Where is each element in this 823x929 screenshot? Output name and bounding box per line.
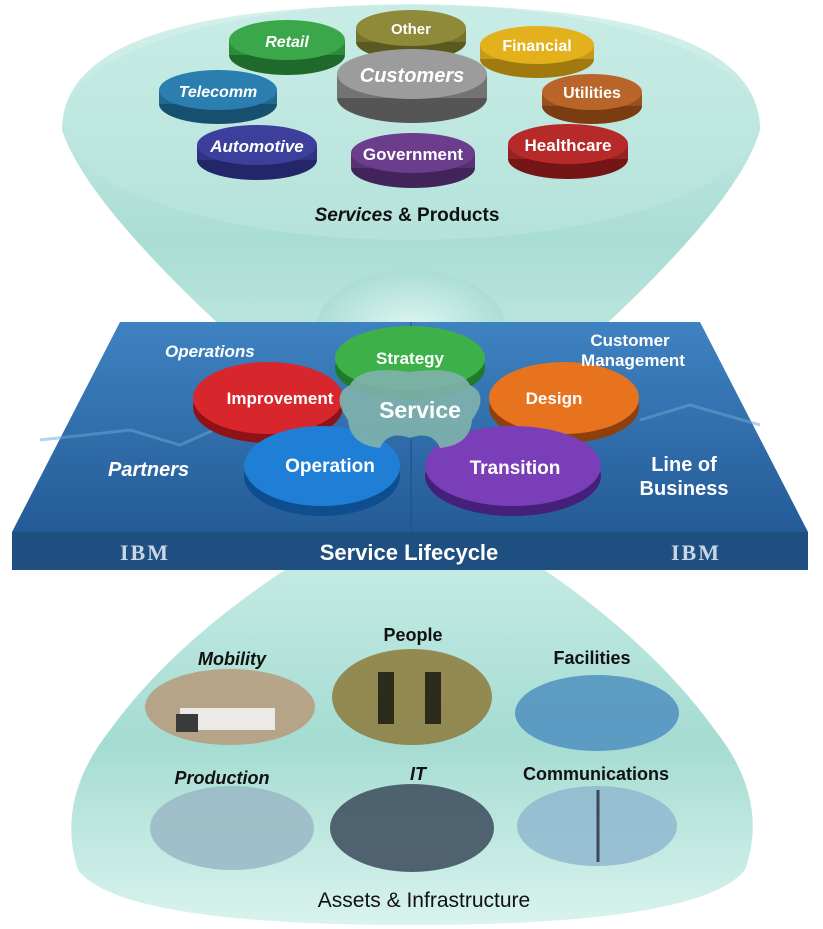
petal-label-transition: Transition [470, 458, 561, 479]
disc-label-telecomm: Telecomm [179, 84, 258, 101]
asset-label-it: IT [410, 764, 428, 784]
asset-label-production: Production [175, 768, 270, 788]
corner-label-operations: Operations [165, 342, 255, 361]
services-products-caption: Services & Products [315, 205, 500, 226]
disc-label-customers: Customers [360, 65, 464, 87]
disc-label-automotive: Automotive [209, 137, 304, 156]
petal-label-operation: Operation [285, 456, 375, 477]
service-lifecycle-title: Service Lifecycle [320, 540, 499, 565]
ibm-logo-left: IBM [120, 540, 170, 565]
petal-transition [425, 426, 601, 506]
corner-label-customer-line1: Customer [590, 331, 670, 350]
asset-images [145, 649, 679, 872]
assets-infrastructure-caption: Assets & Infrastructure [318, 889, 530, 912]
platform-bottom-bar [12, 532, 808, 570]
industry-discs [159, 10, 642, 188]
petal-label-improvement: Improvement [227, 389, 334, 408]
disc-label-retail: Retail [265, 34, 309, 51]
petal-operation [244, 426, 400, 506]
production-image [150, 786, 314, 870]
petal-label-design: Design [526, 389, 583, 408]
petal-label-strategy: Strategy [376, 349, 445, 368]
people-image [332, 649, 492, 745]
asset-label-people: People [383, 625, 442, 645]
corner-label-customer-line2: Management [581, 351, 685, 370]
facilities-image [515, 675, 679, 751]
center-puzzle-piece [339, 370, 481, 448]
disc-label-financial: Financial [502, 38, 571, 55]
disc-label-utilities: Utilities [563, 85, 621, 102]
asset-label-facilities: Facilities [553, 648, 630, 668]
petal-design [489, 362, 639, 434]
corner-label-partners: Partners [108, 459, 189, 481]
disc-label-healthcare: Healthcare [525, 136, 612, 155]
corner-label-lob-line2: Business [640, 478, 729, 500]
mobility-image [145, 669, 315, 745]
center-label-service: Service [379, 397, 461, 423]
it-image [330, 784, 494, 872]
asset-label-communications: Communications [523, 764, 669, 784]
lifecycle-petals [193, 326, 639, 516]
ibm-logo-right: IBM [671, 540, 721, 565]
disc-label-government: Government [363, 145, 463, 164]
asset-label-mobility: Mobility [198, 649, 267, 669]
petal-improvement [193, 362, 343, 434]
disc-label-other: Other [391, 21, 431, 38]
corner-label-lob-line1: Line of [651, 454, 717, 476]
